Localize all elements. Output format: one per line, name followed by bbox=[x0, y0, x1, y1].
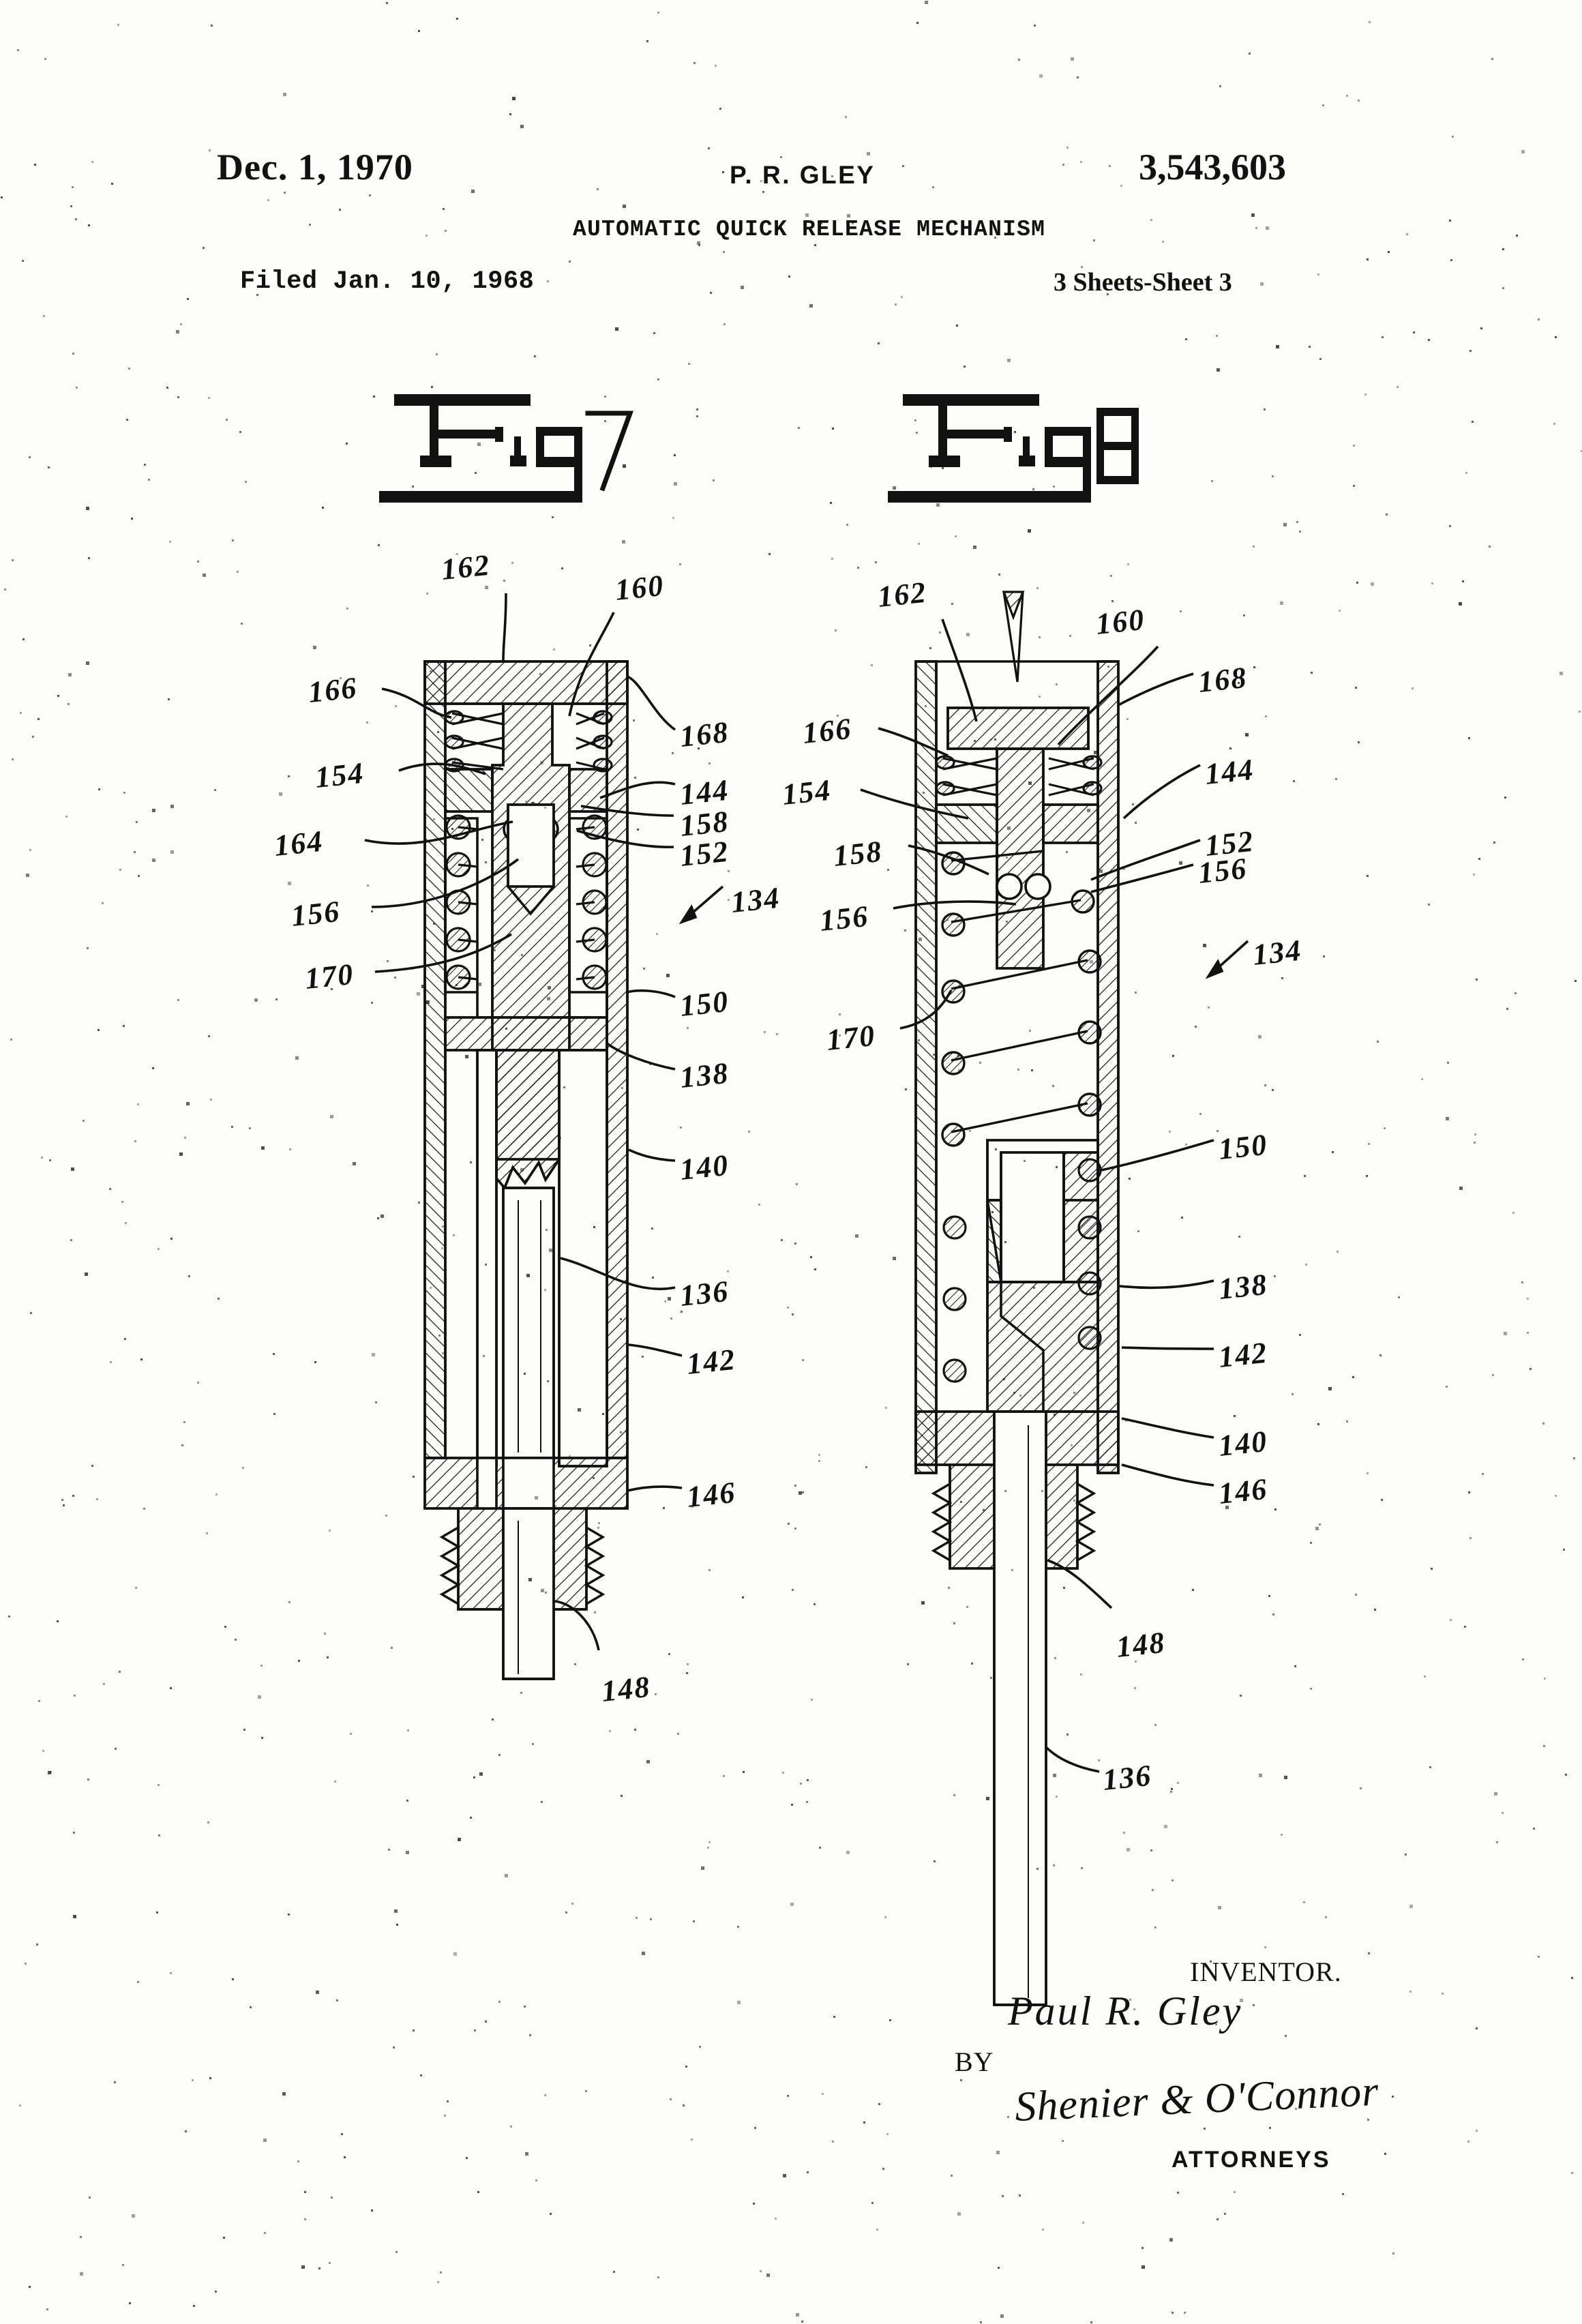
fig8-ref-150: 150 bbox=[1217, 1127, 1270, 1167]
fig8-detent-ball-right bbox=[1024, 873, 1051, 900]
fig8-spring-166-left bbox=[935, 755, 998, 796]
fig7-spring-166-left bbox=[444, 710, 504, 773]
fig7-ref-138: 138 bbox=[678, 1056, 731, 1095]
fig7-thread-left bbox=[439, 1526, 461, 1605]
filing-date: Filed Jan. 10, 1968 bbox=[240, 267, 535, 296]
fig8-shaft-136 bbox=[993, 1410, 1047, 2006]
fig7-ref-168: 168 bbox=[678, 715, 731, 754]
fig8-ref-140: 140 bbox=[1217, 1424, 1270, 1463]
fig8-ref-154: 154 bbox=[780, 773, 833, 812]
fig7-ref-160: 160 bbox=[613, 568, 666, 608]
fig8-ref-134: 134 bbox=[1251, 933, 1304, 972]
fig8-ref-144: 144 bbox=[1203, 752, 1256, 792]
fig8-number-glyph bbox=[1096, 408, 1139, 484]
fig7-arrow-134 bbox=[678, 885, 724, 925]
fig8-ref-146: 146 bbox=[1217, 1472, 1270, 1511]
fig7-ref-162: 162 bbox=[439, 548, 492, 587]
fig8-ref-136: 136 bbox=[1101, 1758, 1154, 1798]
fig7-body bbox=[364, 593, 724, 1680]
fig7-leader-lines bbox=[364, 593, 683, 1651]
fig7-ref-142: 142 bbox=[685, 1342, 738, 1382]
inventor-initials: P. R. GLEY bbox=[730, 161, 876, 189]
fig8-ref-148: 148 bbox=[1114, 1625, 1167, 1665]
fig8-ref-160: 160 bbox=[1094, 602, 1147, 642]
fig8-ref-156: 156 bbox=[818, 899, 871, 938]
fig7-ref-166: 166 bbox=[306, 670, 359, 710]
patent-title: AUTOMATIC QUICK RELEASE MECHANISM bbox=[573, 217, 1046, 242]
sheet-count: 3 Sheets-Sheet 3 bbox=[1054, 268, 1232, 297]
fig7-ref-148: 148 bbox=[599, 1669, 653, 1709]
fig8-ref-168: 168 bbox=[1196, 660, 1249, 700]
by-label: BY bbox=[955, 2046, 994, 2077]
fig7-caption-glyph bbox=[379, 394, 582, 503]
fig8-ref-158: 158 bbox=[831, 834, 884, 874]
fig8-ref-162: 162 bbox=[876, 575, 929, 614]
fig8-body bbox=[860, 591, 1249, 2006]
fig7-thread-right bbox=[584, 1526, 606, 1605]
fig8-ref-142: 142 bbox=[1217, 1335, 1270, 1375]
fig8-leader-lines bbox=[860, 619, 1214, 1773]
fig7-ref-170: 170 bbox=[303, 957, 356, 996]
fig8-ref-166: 166 bbox=[801, 711, 854, 751]
fig8-ref-156: 156 bbox=[1196, 851, 1249, 891]
fig7-ref-150: 150 bbox=[678, 984, 731, 1024]
fig8-release-arrow bbox=[1002, 591, 1025, 683]
fig8-thread-left bbox=[931, 1483, 953, 1562]
fig7-spring-166-right bbox=[576, 710, 613, 773]
publication-date: Dec. 1, 1970 bbox=[217, 147, 413, 188]
fig8-spring-170 bbox=[941, 850, 1102, 1147]
fig8-caption-glyph bbox=[888, 394, 1091, 503]
fig7-ref-146: 146 bbox=[685, 1475, 738, 1515]
fig7-ref-156: 156 bbox=[289, 894, 342, 934]
fig7-ref-134: 134 bbox=[729, 880, 782, 920]
attorneys-label: ATTORNEYS bbox=[1171, 2147, 1331, 2173]
fig8-arrow-134 bbox=[1205, 940, 1249, 979]
fig8-thread-right bbox=[1075, 1483, 1096, 1562]
fig7-ref-152: 152 bbox=[678, 834, 731, 874]
fig8-detent-ball-left bbox=[996, 873, 1023, 900]
inventor-label: INVENTOR. bbox=[1190, 1956, 1342, 1987]
fig8-spring-166-right bbox=[1048, 755, 1103, 796]
fig7-ref-136: 136 bbox=[678, 1274, 731, 1313]
fig7-ref-154: 154 bbox=[313, 756, 366, 795]
inventor-signature: Paul R. Gley bbox=[1008, 1988, 1243, 2034]
fig8-ref-138: 138 bbox=[1217, 1267, 1270, 1307]
patent-number: 3,543,603 bbox=[1139, 147, 1286, 188]
fig7-ref-140: 140 bbox=[678, 1148, 731, 1187]
fig7-ref-164: 164 bbox=[272, 824, 325, 863]
fig7-number-glyph bbox=[585, 411, 633, 492]
fig8-ref-170: 170 bbox=[824, 1018, 878, 1058]
